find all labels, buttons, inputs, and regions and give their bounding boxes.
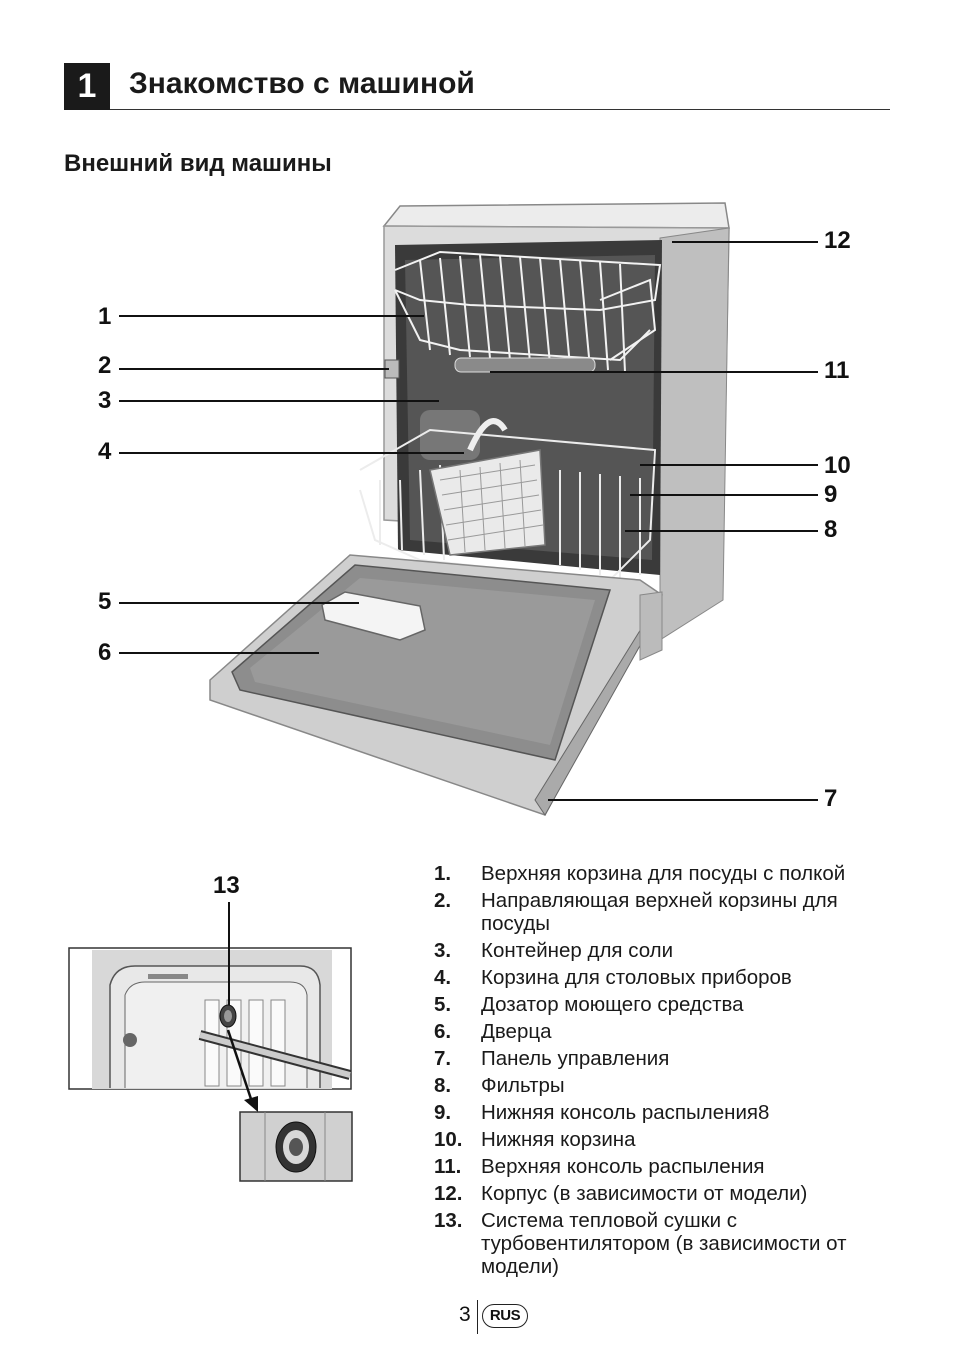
callout-8: 8 [824, 516, 838, 543]
section-number: 1 [64, 63, 110, 110]
callout-3: 3 [98, 387, 112, 414]
parts-legend: 1. Верхняя корзина для посуды с полкой 2.… [434, 862, 904, 1282]
leader-line-12 [672, 241, 818, 243]
callout-5: 5 [98, 588, 112, 615]
leader-line-4 [119, 452, 464, 454]
leader-line-1 [119, 315, 424, 317]
section-header: 1 Знакомство с машиной [64, 63, 890, 110]
callout-9: 9 [824, 481, 838, 508]
legend-number: 13. [434, 1209, 463, 1232]
leader-line-11 [490, 371, 818, 373]
legend-text: Дозатор моющего средства [481, 993, 744, 1016]
legend-item: 10. Нижняя корзина [434, 1128, 904, 1151]
legend-number: 9. [434, 1101, 452, 1124]
legend-item: 4. Корзина для столовых приборов [434, 966, 904, 989]
footer-divider [477, 1300, 478, 1334]
leader-line-7 [548, 799, 818, 801]
page-footer: 3 RUS [0, 1300, 954, 1334]
legend-item: 7. Панель управления [434, 1047, 904, 1070]
callout-6: 6 [98, 639, 112, 666]
legend-text: Дверца [481, 1020, 552, 1043]
legend-number: 5. [434, 993, 452, 1016]
leader-line-10 [640, 464, 818, 466]
callout-11: 11 [824, 357, 850, 384]
legend-number: 3. [434, 939, 452, 962]
leader-line-5 [119, 602, 359, 604]
subtitle: Внешний вид машины [64, 150, 332, 177]
legend-text: Корзина для столовых приборов [481, 966, 792, 989]
legend-text: Нижняя консоль распыления8 [481, 1101, 770, 1124]
legend-number: 1. [434, 862, 452, 885]
legend-number: 8. [434, 1074, 452, 1097]
legend-number: 6. [434, 1020, 452, 1043]
legend-item: 8. Фильтры [434, 1074, 904, 1097]
callout-13: 13 [213, 872, 240, 899]
legend-number: 10. [434, 1128, 463, 1151]
legend-text: Контейнер для соли [481, 939, 674, 962]
legend-item: 3. Контейнер для соли [434, 939, 904, 962]
leader-line-2 [119, 368, 389, 370]
legend-item: 13. Система тепловой сушки с турбовентиля… [434, 1209, 904, 1278]
section-rule [110, 109, 890, 110]
callout-2: 2 [98, 352, 112, 379]
callout-7: 7 [824, 785, 838, 812]
section-title: Знакомство с машиной [129, 67, 475, 100]
legend-item: 9. Нижняя консоль распыления8 [434, 1101, 904, 1124]
legend-number: 2. [434, 889, 452, 912]
page-number: 3 [459, 1303, 471, 1326]
legend-text: Верхняя консоль распыления [481, 1155, 765, 1178]
legend-item: 2. Направляющая верхней корзины для посуд… [434, 889, 904, 935]
legend-number: 11. [434, 1155, 462, 1178]
legend-number: 7. [434, 1047, 452, 1070]
legend-item: 1. Верхняя корзина для посуды с полкой [434, 862, 904, 885]
legend-text: Панель управления [481, 1047, 670, 1070]
callout-4: 4 [98, 438, 112, 465]
legend-text: Фильтры [481, 1074, 565, 1097]
legend-text: Корпус (в зависимости от модели) [481, 1182, 808, 1205]
legend-item: 5. Дозатор моющего средства [434, 993, 904, 1016]
legend-number: 4. [434, 966, 452, 989]
language-badge: RUS [482, 1304, 528, 1328]
callout-12: 12 [824, 227, 851, 254]
legend-text: Нижняя корзина [481, 1128, 636, 1151]
leader-line-9 [630, 494, 818, 496]
legend-item: 11. Верхняя консоль распыления [434, 1155, 904, 1178]
callout-10: 10 [824, 452, 851, 479]
legend-text: Направляющая верхней корзины для посуды [481, 889, 838, 935]
legend-text: Верхняя корзина для посуды с полкой [481, 862, 846, 885]
leader-line-6 [119, 652, 319, 654]
legend-text: Система тепловой сушки с турбовентилятор… [481, 1209, 847, 1278]
leader-line-3 [119, 400, 439, 402]
leader-line-8 [625, 530, 818, 532]
legend-item: 12. Корпус (в зависимости от модели) [434, 1182, 904, 1205]
callout-1: 1 [98, 303, 112, 330]
legend-item: 6. Дверца [434, 1020, 904, 1043]
legend-number: 12. [434, 1182, 463, 1205]
